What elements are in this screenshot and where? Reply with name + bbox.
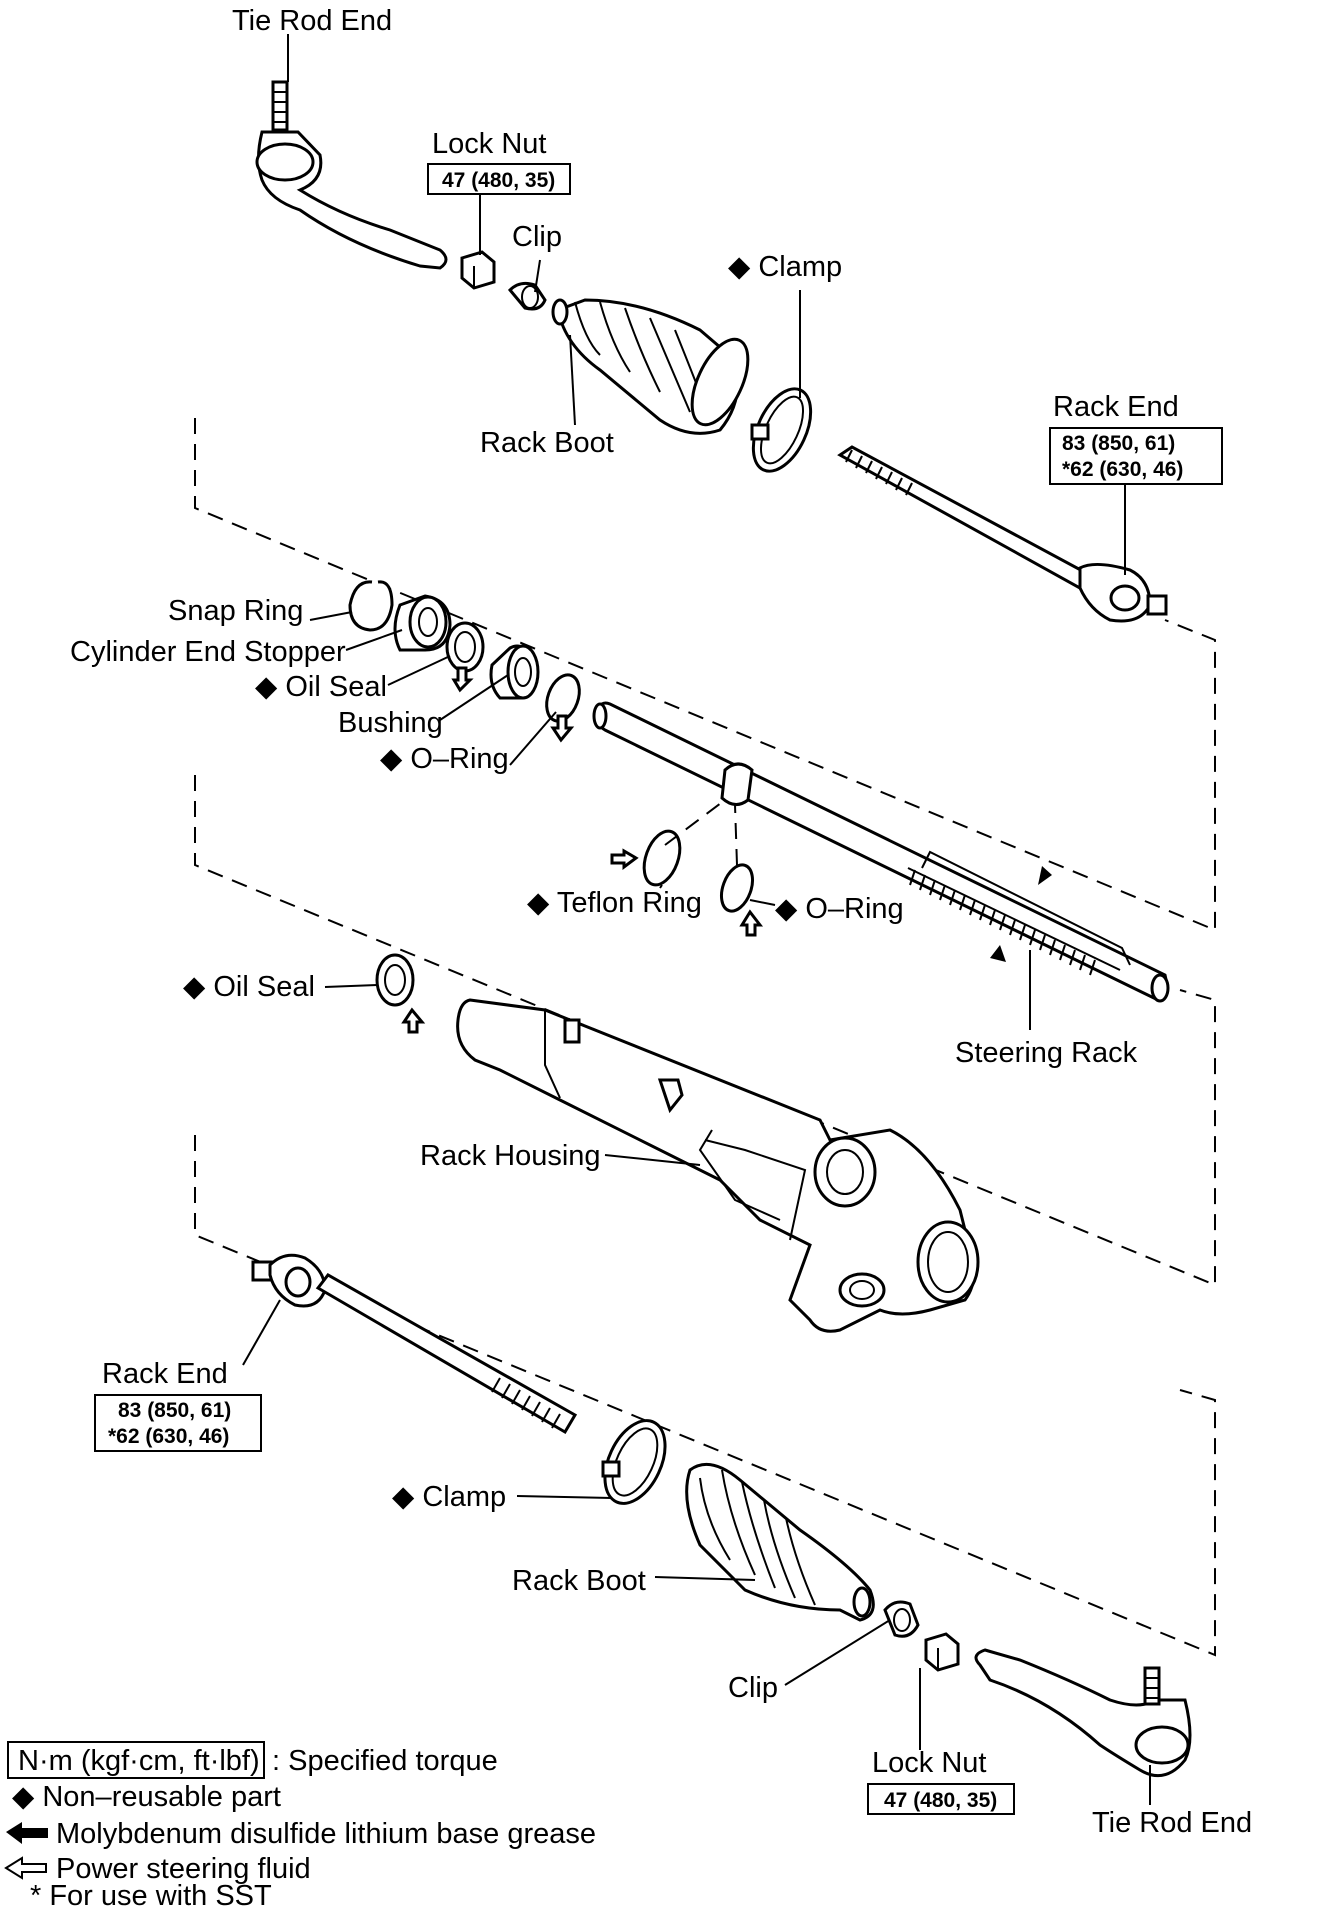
rack-teeth xyxy=(909,869,1096,976)
ps-fluid-arrow-icon xyxy=(4,1856,47,1880)
legend-sst: * For use with SST xyxy=(30,1880,272,1908)
torque-box-rack-end-top xyxy=(1049,427,1223,485)
label-o-ring-upper: ◆ O–Ring xyxy=(380,743,509,775)
label-tie-rod-end-top: Tie Rod End xyxy=(232,5,392,37)
assembly-dashed-outlines xyxy=(194,418,1216,1657)
legend-ps-fluid: Power steering fluid xyxy=(56,1853,311,1885)
label-lock-nut-bottom: Lock Nut xyxy=(872,1747,986,1779)
rack-housing-part xyxy=(456,998,980,1333)
label-snap-ring: Snap Ring xyxy=(168,595,303,627)
torque-rack-end-bottom-2: *62 (630, 46) xyxy=(108,1425,229,1448)
torque-rack-end-top-2: *62 (630, 46) xyxy=(1062,458,1183,481)
label-o-ring-lower: ◆ O–Ring xyxy=(775,893,904,925)
lock-nut-bottom-part xyxy=(924,1632,960,1672)
part-labels: Tie Rod End Lock Nut 47 (480, 35) Clip ◆… xyxy=(70,5,1252,1839)
ps-fluid-arrow-icons xyxy=(401,666,764,1034)
torque-box-lock-nut-top xyxy=(427,163,571,195)
oil-seal-upper-part xyxy=(445,621,485,673)
tie-rod-end-bottom-part xyxy=(974,1648,1192,1778)
legend-torque-unit: N·m (kgf·cm, ft·lbf) xyxy=(18,1745,260,1777)
clamp-bottom-part xyxy=(601,1419,667,1505)
label-rack-housing: Rack Housing xyxy=(420,1140,601,1172)
legend-moly-grease: Molybdenum disulfide lithium base grease xyxy=(56,1818,596,1850)
legend-non-reusable: ◆ Non–reusable part xyxy=(12,1781,281,1813)
snap-ring-part xyxy=(348,580,394,632)
rack-end-top-part xyxy=(837,445,1168,623)
label-cylinder-end-stopper: Cylinder End Stopper xyxy=(70,636,346,668)
label-oil-seal-upper: ◆ Oil Seal xyxy=(255,671,387,703)
label-clip-top: Clip xyxy=(512,221,562,253)
legend-torque-desc: : Specified torque xyxy=(272,1745,498,1777)
moly-grease-arrow-icon xyxy=(6,1822,48,1844)
bushing-part xyxy=(489,644,540,700)
oil-seal-lower-part xyxy=(375,953,415,1007)
teflon-ring-part xyxy=(642,799,726,887)
label-clip-bottom: Clip xyxy=(728,1672,778,1704)
rack-end-bottom-part xyxy=(251,1253,578,1435)
torque-box-lock-nut-bottom xyxy=(867,1783,1015,1815)
label-bushing: Bushing xyxy=(338,707,443,739)
label-rack-boot-bottom: Rack Boot xyxy=(512,1565,646,1597)
legend-torque-box xyxy=(7,1741,265,1779)
torque-lock-nut-bottom: 47 (480, 35) xyxy=(884,1789,997,1812)
label-teflon-ring: ◆ Teflon Ring xyxy=(527,887,702,919)
label-rack-end-bottom: Rack End xyxy=(102,1358,228,1390)
steering-rack-part xyxy=(592,701,1170,1003)
label-clamp-bottom: ◆ Clamp xyxy=(392,1481,506,1513)
label-rack-boot-top: Rack Boot xyxy=(480,427,614,459)
cylinder-end-stopper-part xyxy=(393,594,452,652)
o-ring-lower-part xyxy=(719,804,755,913)
rack-boot-top-part xyxy=(551,298,750,435)
lock-nut-top-part xyxy=(460,250,496,290)
leader-lines xyxy=(242,34,1151,1805)
label-tie-rod-end-bottom: Tie Rod End xyxy=(1092,1807,1252,1839)
clamp-top-part xyxy=(750,387,813,473)
rack-boot-bottom-part xyxy=(685,1462,875,1622)
tie-rod-end-top-part xyxy=(255,80,448,270)
clip-top-part xyxy=(507,281,547,311)
torque-rack-end-top-1: 83 (850, 61) xyxy=(1062,432,1175,455)
label-rack-end-top: Rack End xyxy=(1053,391,1179,423)
o-ring-upper-part xyxy=(545,673,581,723)
label-clamp-top: ◆ Clamp xyxy=(728,251,842,283)
label-lock-nut-top: Lock Nut xyxy=(432,128,546,160)
label-oil-seal-lower: ◆ Oil Seal xyxy=(183,971,315,1003)
torque-lock-nut-top: 47 (480, 35) xyxy=(442,169,555,192)
label-steering-rack: Steering Rack xyxy=(955,1037,1138,1069)
clip-bottom-part xyxy=(883,1600,920,1638)
torque-box-rack-end-bottom xyxy=(94,1394,262,1452)
torque-rack-end-bottom-1: 83 (850, 61) xyxy=(118,1399,231,1422)
legend: N·m (kgf·cm, ft·lbf) : Specified torque … xyxy=(4,1741,596,1908)
